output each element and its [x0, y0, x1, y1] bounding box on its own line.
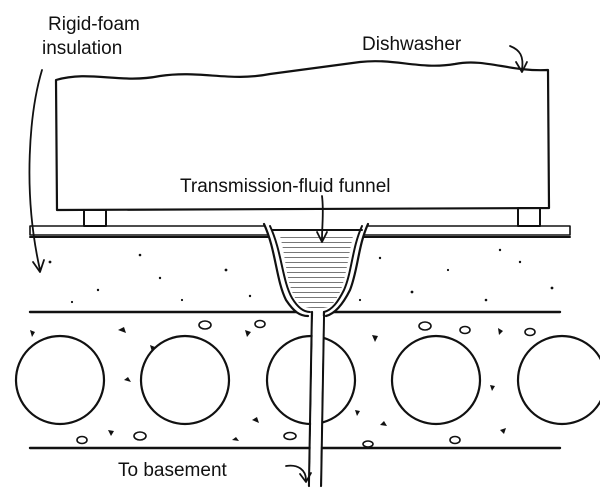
transmission-fluid-funnel: [262, 222, 370, 488]
label-insulation-line1: Rigid-foam: [48, 14, 140, 35]
leader-lines: [28, 45, 528, 483]
funnel-leader: [321, 195, 324, 241]
label-insulation-line2: insulation: [42, 38, 122, 59]
floor-layers: [29, 225, 571, 238]
dishwasher-leader: [509, 45, 524, 71]
insulation-leader: [28, 69, 43, 271]
label-dishwasher: Dishwasher: [362, 34, 462, 55]
concrete-slab: [14, 319, 600, 450]
label-funnel: Transmission-fluid funnel: [180, 176, 391, 197]
label-basement: To basement: [118, 460, 228, 481]
basement-leader: [285, 464, 307, 481]
dishwasher-body: [54, 60, 551, 227]
